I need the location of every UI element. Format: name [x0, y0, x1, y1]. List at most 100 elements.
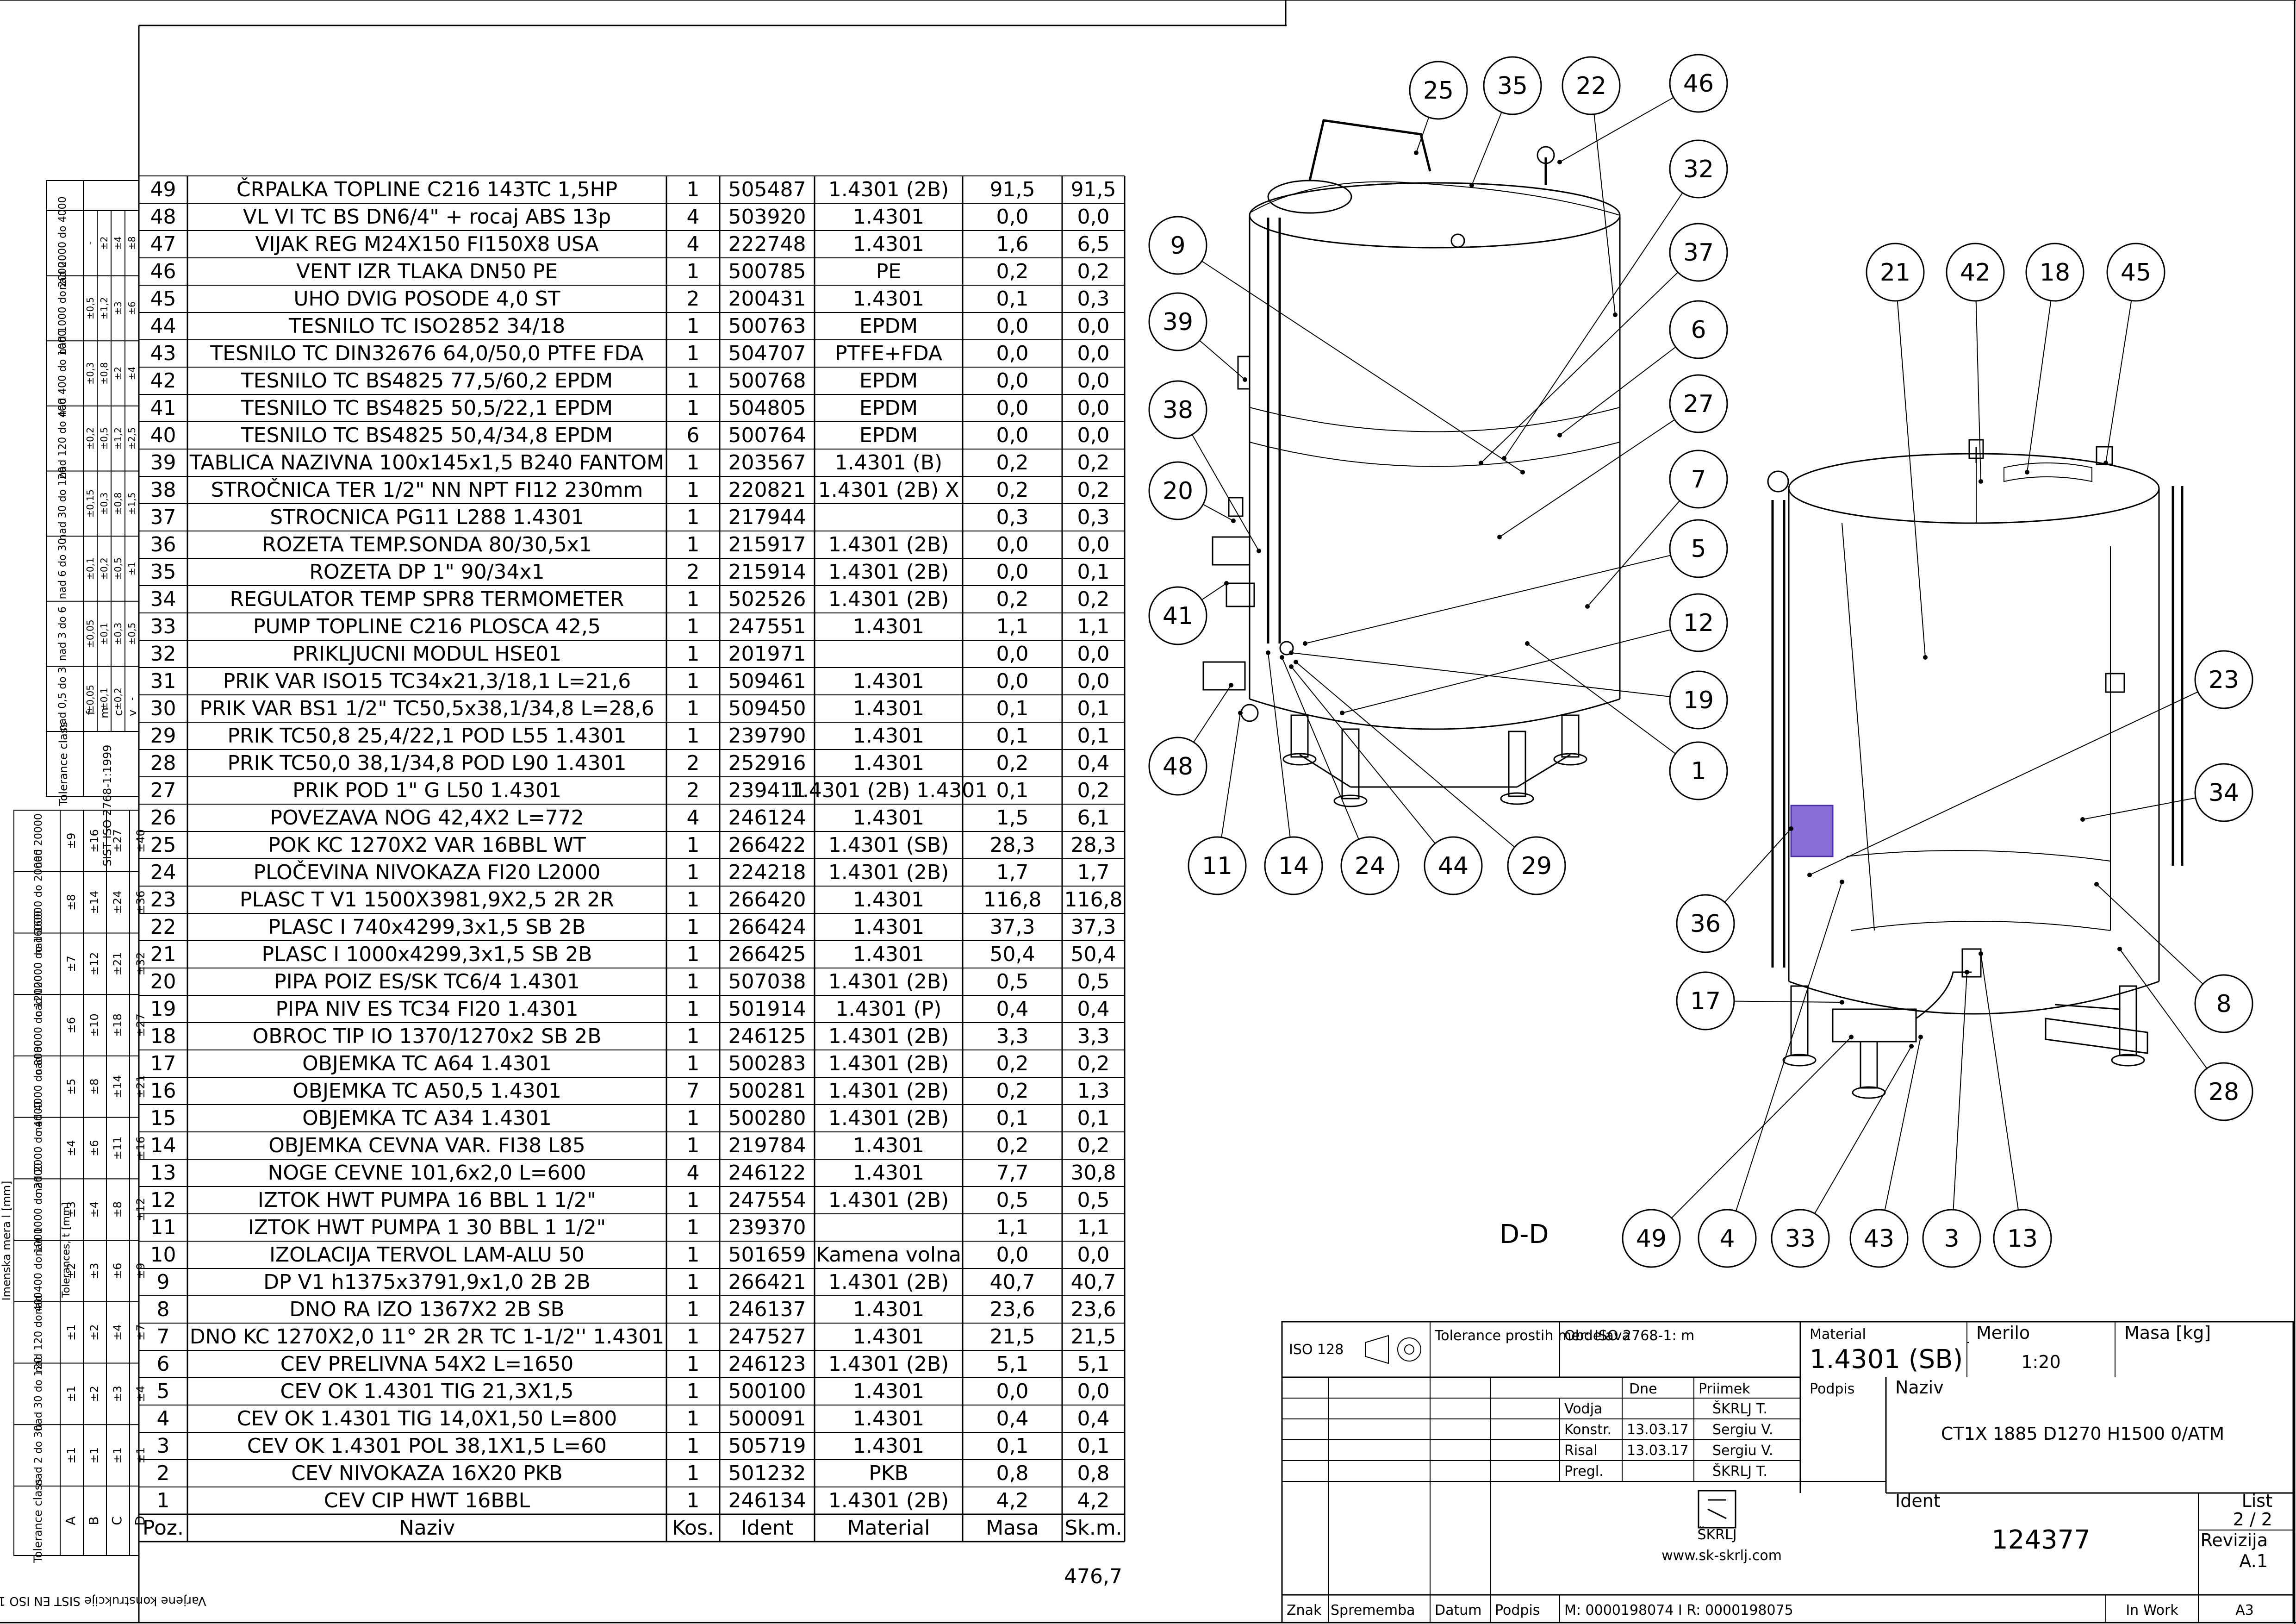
bom-cell-kos: 1	[687, 1216, 700, 1239]
callout-number: 36	[1690, 910, 1721, 938]
bom-cell-material: 1.4301 (SB)	[828, 833, 949, 857]
bom-cell-material: 1.4301	[853, 888, 924, 912]
tol-small-value: ±4	[126, 367, 137, 380]
bom-cell-material: PTFE+FDA	[835, 342, 942, 365]
bom-cell-ident: 500100	[728, 1380, 806, 1403]
company-website: www.sk-skrlj.com	[1661, 1548, 1782, 1564]
status-label: In Work	[2126, 1602, 2178, 1618]
record-ids: M: 0000198074 I R: 0000198075	[1564, 1602, 1793, 1618]
bom-cell-kos: 4	[687, 232, 700, 256]
tolerance-label: Tolerance prostih mer: ISO 2768-1: m	[1434, 1328, 1694, 1344]
bom-cell-skm: 0,4	[1077, 1407, 1110, 1430]
bom-header-cell: Ident	[741, 1516, 793, 1540]
tol-small-value: ±4	[112, 237, 124, 250]
bom-cell-naziv: CEV PRELIVNA 54X2 L=1650	[280, 1352, 574, 1376]
callout-balloon: 7	[1585, 450, 1728, 609]
bom-cell-poz: 23	[150, 888, 176, 912]
bom-cell-masa: 0,0	[996, 1380, 1029, 1403]
callout-number: 6	[1691, 316, 1706, 344]
tol-big-value: ±18	[111, 1013, 124, 1037]
bom-cell-kos: 1	[687, 1188, 700, 1212]
bom-cell-poz: 11	[150, 1216, 176, 1239]
bom-cell-poz: 2	[157, 1462, 170, 1485]
callout-number: 3	[1944, 1225, 1959, 1253]
drawing-title: CT1X 1885 D1270 H1500 0/ATM	[1941, 1424, 2224, 1444]
callout-number: 20	[1163, 477, 1193, 505]
callout-balloon: 37	[1479, 223, 1728, 465]
bom-cell-naziv: ČRPALKA TOPLINE C216 143TC 1,5HP	[236, 177, 617, 201]
bom-cell-ident: 252916	[728, 751, 806, 775]
projection-symbol-icon	[1365, 1335, 1389, 1364]
bom-cell-naziv: TESNILO TC BS4825 50,4/34,8 EPDM	[241, 424, 613, 447]
bom-cell-masa: 50,4	[990, 943, 1035, 966]
bom-cell-ident: 503920	[728, 205, 806, 229]
bom-cell-masa: 0,2	[996, 1079, 1029, 1103]
callout-balloon: 29	[1294, 660, 1566, 895]
bom-cell-kos: 1	[687, 943, 700, 966]
bom-cell-poz: 32	[150, 642, 176, 666]
bom-cell-naziv: CEV OK 1.4301 TIG 14,0X1,50 L=800	[237, 1407, 617, 1430]
bom-cell-material: EPDM	[859, 314, 918, 338]
bom-cell-poz: 42	[150, 369, 176, 393]
callout-number: 14	[1278, 852, 1309, 880]
callout-number: 43	[1864, 1225, 1894, 1253]
bom-cell-poz: 39	[150, 451, 176, 475]
tol-small-value: ±0,05	[85, 619, 96, 648]
callout-balloon: 33	[1771, 1044, 1914, 1268]
bom-cell-kos: 1	[687, 724, 700, 748]
bom-cell-skm: 0,0	[1077, 424, 1110, 447]
bom-cell-naziv: IZOLACIJA TERVOL LAM-ALU 50	[269, 1243, 585, 1267]
bom-cell-ident: 500764	[728, 424, 806, 447]
callout-balloon: 12	[1340, 593, 1728, 715]
tol-big-value: ±1	[65, 1447, 78, 1463]
bom-cell-naziv: TABLICA NAZIVNA 100x145x1,5 B240 FANTOM	[189, 451, 664, 475]
tol-big-axis2-label: Tolerances, t [mm]	[61, 1202, 72, 1298]
bom-cell-poz: 35	[150, 560, 176, 584]
bom-cell-naziv: TESNILO TC BS4825 77,5/60,2 EPDM	[241, 369, 613, 393]
tol-big-value: ±2	[88, 1324, 101, 1340]
bom-cell-masa: 7,7	[996, 1161, 1029, 1185]
merilo-label: Merilo	[1976, 1323, 2030, 1343]
callout-balloon: 27	[1497, 374, 1728, 539]
bom-cell-kos: 1	[687, 1134, 700, 1157]
callout-number: 22	[1576, 72, 1606, 100]
callout-number: 28	[2209, 1078, 2239, 1106]
tol-big-range: nad 2 do 30	[33, 1425, 44, 1486]
tol-big-value: ±8	[65, 894, 78, 910]
bom-cell-kos: 4	[687, 1161, 700, 1185]
bom-cell-kos: 1	[687, 915, 700, 939]
bom-cell-skm: 0,2	[1077, 1052, 1110, 1075]
bom-cell-poz: 21	[150, 943, 176, 966]
bom-cell-skm: 30,8	[1071, 1161, 1116, 1185]
bom-cell-kos: 1	[687, 1352, 700, 1376]
footer-col-label: Datum	[1435, 1602, 1481, 1618]
bom-cell-kos: 2	[687, 779, 700, 802]
person-role: Pregl.	[1564, 1463, 1604, 1480]
bom-cell-material: 1.4301 (2B)	[828, 1052, 949, 1075]
bom-cell-naziv: OBROC TIP IO 1370/1270x2 SB 2B	[253, 1024, 602, 1048]
tol-big-axis-label: Imenska mera l [mm]	[0, 1181, 13, 1301]
bom-cell-material: 1.4301 (2B)	[828, 1106, 949, 1130]
bom-cell-material: 1.4301 (2B)	[828, 1079, 949, 1103]
bom-cell-poz: 12	[150, 1188, 176, 1212]
person-name: Sergiu V.	[1712, 1443, 1773, 1459]
tol-small-value: ±0,5	[112, 557, 124, 580]
bom-cell-material: 1.4301 (2B)	[828, 1352, 949, 1376]
callout-balloon: 4	[1698, 880, 1844, 1268]
callout-number: 44	[1438, 852, 1468, 880]
bom-cell-material: 1.4301 (2B)	[828, 178, 949, 201]
tol-big-value: ±27	[111, 829, 124, 853]
bom-cell-masa: 1,1	[996, 615, 1029, 638]
bom-cell-kos: 1	[687, 997, 700, 1021]
bom-cell-ident: 201971	[728, 642, 806, 666]
bom-cell-poz: 36	[150, 533, 176, 556]
ident-value: 124377	[1991, 1525, 2091, 1555]
bom-cell-masa: 0,2	[996, 587, 1029, 611]
bom-cell-masa: 40,7	[990, 1270, 1035, 1294]
tol-big-value: ±24	[111, 891, 124, 914]
